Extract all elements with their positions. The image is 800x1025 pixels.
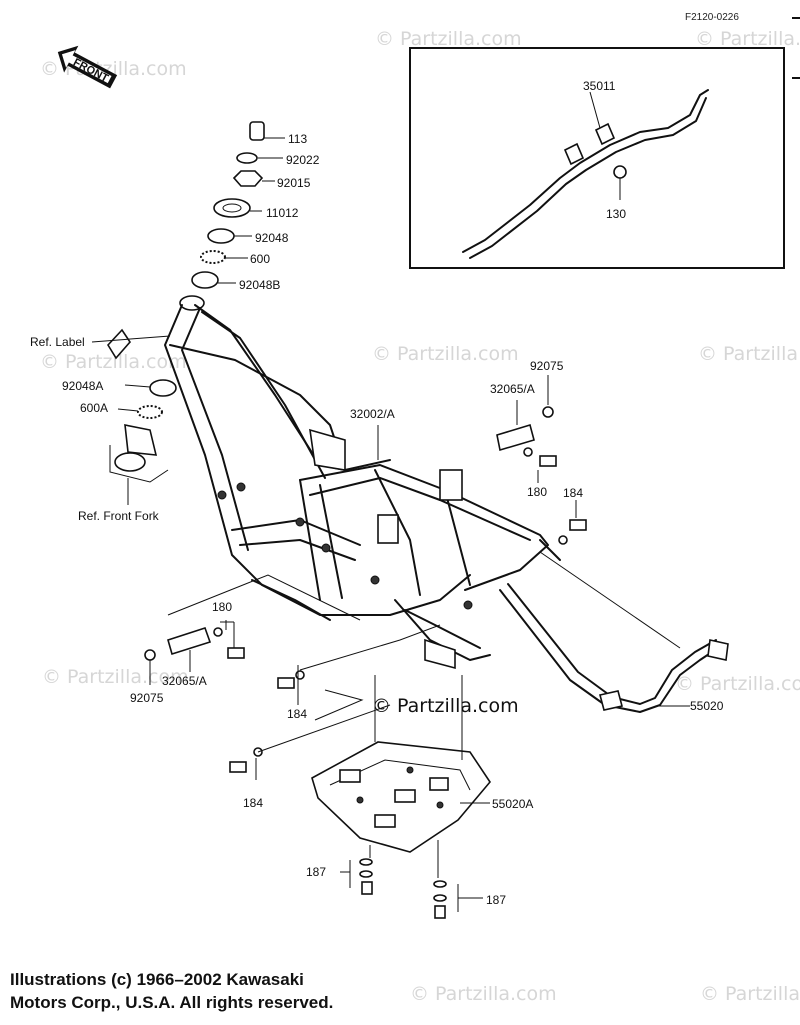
part-label-113: 113 — [288, 132, 307, 146]
part-label-92075-left: 92075 — [130, 691, 164, 705]
part-label-184-mid: 184 — [287, 707, 307, 721]
nut-92015 — [232, 170, 264, 187]
seal-11012 — [213, 198, 251, 218]
part-label-ref-front-fork: Ref. Front Fork — [78, 509, 160, 523]
part-label-92048b: 92048B — [239, 278, 280, 292]
watermark-text: © Partzilla.com — [695, 28, 800, 50]
part-label-32065a-top: 32065/A — [490, 382, 535, 396]
watermark-text: © Partzilla.com — [675, 673, 800, 695]
steering-stack — [191, 121, 285, 289]
ref-label-sticker — [106, 328, 132, 360]
race-92048 — [207, 228, 235, 244]
balls-600a — [137, 405, 163, 419]
part-label-55020: 55020 — [690, 699, 724, 713]
lower-steering-parts — [91, 328, 177, 505]
main-frame — [164, 295, 561, 670]
bracket-32065a-left — [167, 626, 212, 656]
watermark-text: © Partzilla.com — [372, 343, 519, 365]
part-label-92075-top: 92075 — [530, 359, 564, 373]
watermarks: © Partzilla.com © Partzilla.com © Partzi… — [40, 28, 800, 1005]
race-92048a — [149, 379, 177, 397]
part-label-600: 600 — [250, 252, 270, 266]
part-label-35011: 35011 — [583, 79, 616, 93]
fork-stem-race — [114, 452, 146, 472]
part-label-187-right: 187 — [486, 893, 506, 907]
frame-bracket-mid — [377, 514, 399, 544]
part-label-ref-label: Ref. Label — [30, 335, 85, 349]
lower-left-fasteners — [144, 574, 361, 685]
part-label-180-left: 180 — [212, 600, 232, 614]
part-label-55020a: 55020A — [492, 797, 533, 811]
part-label-180-right: 180 — [527, 485, 547, 499]
copyright-line-2: Motors Corp., U.S.A. All rights reserved… — [10, 993, 334, 1012]
balls-600 — [200, 250, 226, 264]
part-label-32065a-left: 32065/A — [162, 674, 207, 688]
inset-box — [409, 47, 785, 269]
frame-bracket-top — [439, 469, 463, 501]
part-label-32002a: 32002/A — [350, 407, 395, 421]
part-label-92048: 92048 — [255, 231, 289, 245]
part-label-187-left: 187 — [306, 865, 326, 879]
guard-55020 — [499, 551, 729, 713]
watermark-text: © Partzilla.com — [42, 666, 189, 688]
part-label-184-low: 184 — [243, 796, 263, 810]
race-92048b — [191, 271, 219, 289]
washer-92022 — [236, 152, 258, 164]
watermark-text: © Partzilla.com — [375, 28, 522, 50]
watermark-text: © Partzilla.com — [410, 983, 557, 1005]
skid-plate-group — [229, 624, 491, 919]
upper-right-fasteners — [377, 375, 587, 545]
bracket-32065a-top — [496, 423, 535, 452]
part-label-92022: 92022 — [286, 153, 320, 167]
part-label-92048a: 92048A — [62, 379, 103, 393]
part-label-130: 130 — [606, 207, 626, 221]
copyright-notice: Illustrations (c) 1966–2002 Kawasaki Mot… — [10, 968, 333, 1014]
part-label-11012: 11012 — [266, 206, 299, 220]
bolt-113 — [249, 121, 265, 141]
copyright-line-1: Illustrations (c) 1966–2002 Kawasaki — [10, 970, 304, 989]
watermark-text: © Partzilla.com — [700, 983, 800, 1005]
watermark-text: © Partzilla.com — [40, 351, 187, 373]
part-label-600a: 600A — [80, 401, 108, 415]
diagram-code: F2120-0226 — [685, 12, 739, 23]
watermark-center: © Partzilla.com — [372, 695, 519, 717]
part-label-92015: 92015 — [277, 176, 311, 190]
part-label-184-right: 184 — [563, 486, 583, 500]
watermark-text: © Partzilla.com — [698, 343, 800, 365]
